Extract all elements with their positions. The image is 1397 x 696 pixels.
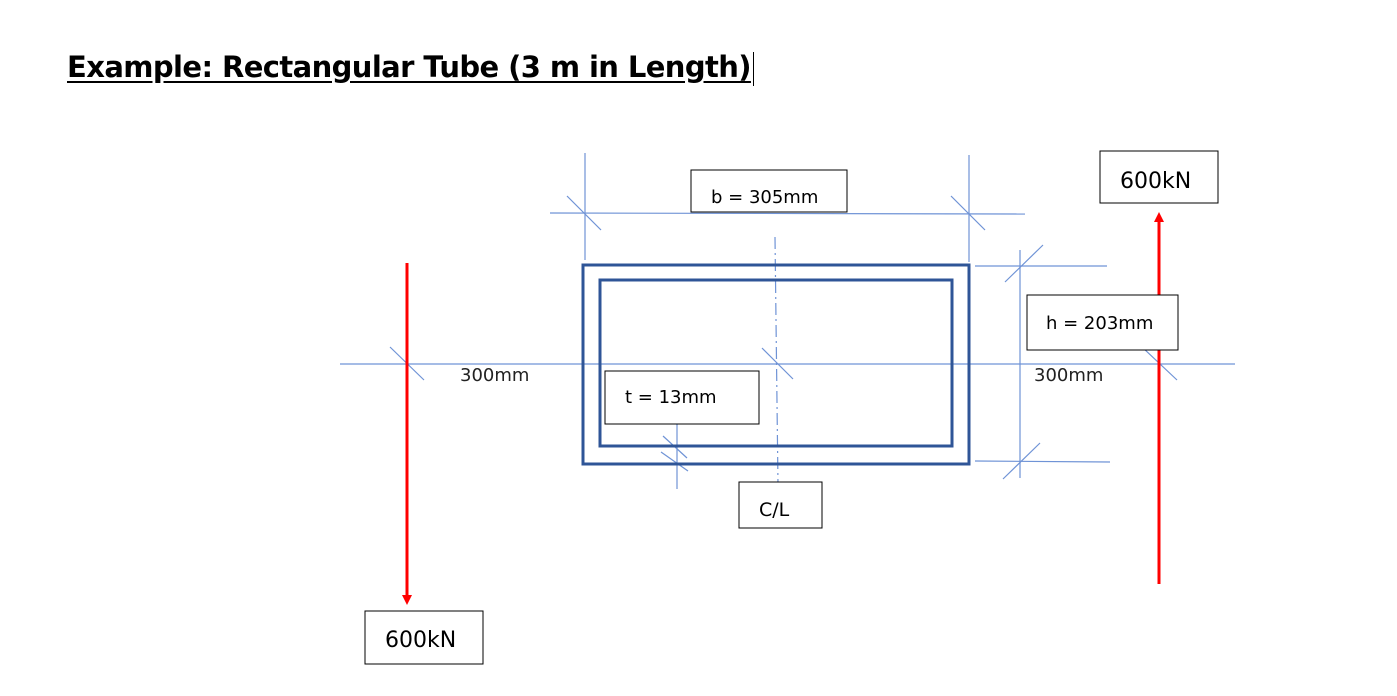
height-extension-bottom bbox=[974, 460, 1111, 463]
width-label: b = 305mm bbox=[711, 187, 818, 208]
text-cursor bbox=[752, 52, 754, 86]
centerline bbox=[774, 236, 779, 486]
centerline-tick bbox=[761, 347, 794, 380]
left-distance-label: 300mm bbox=[460, 365, 529, 386]
left-force-label: 600kN bbox=[385, 628, 456, 653]
inner-tube-wall bbox=[598, 278, 954, 448]
right-force-label: 600kN bbox=[1120, 169, 1191, 194]
thickness-label-box: t = 13mm bbox=[604, 370, 760, 425]
height-tick-top bbox=[1004, 244, 1044, 283]
width-dimension-line bbox=[549, 212, 1026, 215]
centerline-label: C/L bbox=[759, 499, 790, 521]
left-force-label-box: 600kN bbox=[364, 610, 484, 665]
outer-tube-wall bbox=[581, 263, 971, 466]
thickness-label: t = 13mm bbox=[625, 387, 717, 408]
right-distance-label: 300mm bbox=[1034, 365, 1103, 386]
thickness-tick-bottom bbox=[660, 451, 689, 472]
dimension-lines bbox=[340, 153, 1235, 489]
page-title: Example: Rectangular Tube (3 m in Length… bbox=[67, 50, 754, 86]
title-text: Example: Rectangular Tube (3 m in Length… bbox=[67, 50, 752, 84]
height-tick-bottom bbox=[1002, 442, 1041, 480]
width-tick-right bbox=[950, 195, 986, 231]
right-force-label-box: 600kN bbox=[1099, 150, 1219, 204]
width-label-box: b = 305mm bbox=[690, 169, 848, 213]
height-label-box: h = 203mm bbox=[1026, 294, 1179, 351]
width-tick-left bbox=[566, 195, 602, 231]
centerline-label-box: C/L bbox=[738, 481, 823, 529]
height-label: h = 203mm bbox=[1046, 313, 1153, 334]
